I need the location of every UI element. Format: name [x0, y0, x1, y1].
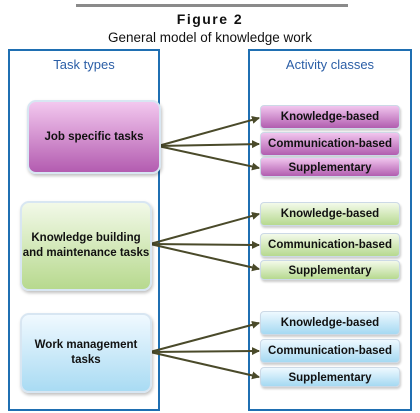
activity-knowledge-based: Knowledge-based — [260, 202, 400, 226]
top-rule — [76, 4, 348, 7]
activity-supplementary: Supplementary — [260, 367, 400, 387]
task-job-specific: Job specific tasks — [27, 100, 161, 174]
arrow-management-communication — [149, 347, 260, 356]
arrow-job-supplementary — [157, 145, 260, 171]
task-types-heading: Task types — [53, 57, 115, 72]
activity-knowledge-based: Knowledge-based — [260, 311, 400, 335]
activity-classes-heading: Activity classes — [285, 57, 375, 72]
arrow-management-knowledge — [149, 320, 260, 353]
figure-label: Figure 2 — [176, 11, 244, 27]
arrow-building-communication — [149, 240, 260, 249]
arrow-building-knowledge — [149, 212, 260, 245]
activity-communication-based: Communication-based — [260, 339, 400, 363]
arrow-management-supplementary — [149, 351, 260, 380]
activity-communication-based: Communication-based — [260, 233, 400, 257]
activity-supplementary: Supplementary — [260, 260, 400, 280]
activity-knowledge-based: Knowledge-based — [260, 105, 400, 129]
activity-supplementary: Supplementary — [260, 157, 400, 177]
arrow-building-supplementary — [149, 243, 260, 272]
arrow-job-communication — [157, 140, 260, 149]
arrow-job-knowledge — [157, 116, 260, 147]
figure-title: General model of knowledge work — [107, 30, 313, 45]
task-work-management: Work management tasks — [20, 313, 152, 393]
task-knowledge-building: Knowledge building and maintenance tasks — [20, 201, 152, 291]
activity-communication-based: Communication-based — [260, 132, 400, 156]
